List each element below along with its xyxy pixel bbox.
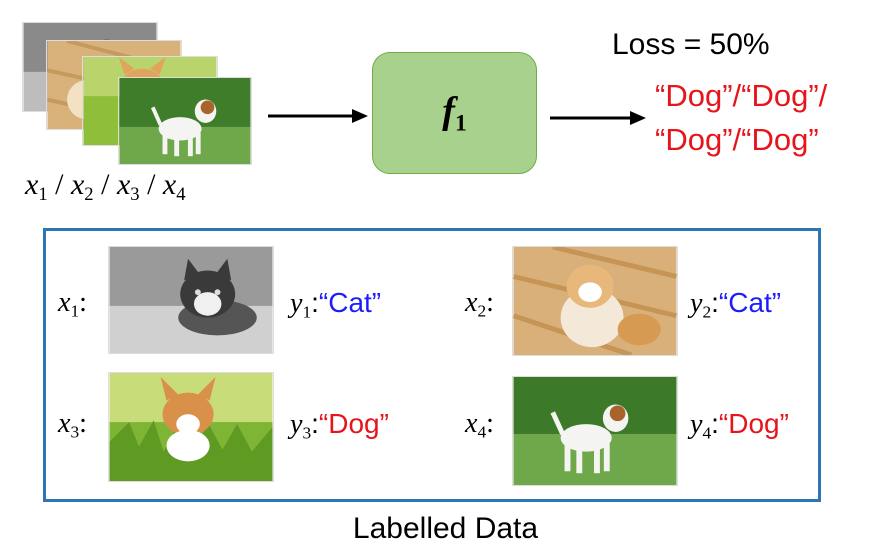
y2-label: y2:“Cat” [690,287,782,322]
input-arrow [268,109,368,123]
corgi-photo [108,372,274,482]
prediction-4: “Dog” [741,122,819,157]
model-label: f1 [442,89,467,137]
prediction-2: “Dog” [741,78,819,113]
predictions-line-1: “Dog”/“Dog”/ [655,78,828,113]
labelled-data-caption: Labelled Data [352,512,539,545]
prediction-3: “Dog” [655,122,733,157]
x4-label: x4: [465,408,494,442]
y4-label: y4:“Dog” [690,408,789,443]
labelled-data-box [43,228,821,502]
orange-cat-photo [512,246,678,356]
x3-label: x3: [58,408,87,442]
x1-label: x1: [58,287,87,321]
y1-label: y1:“Cat” [290,287,382,322]
x2-label: x2: [465,287,494,321]
prediction-1: “Dog” [655,78,733,113]
y3-label: y3:“Dog” [290,408,389,443]
model-box: f1 [372,52,537,174]
grey-cat-photo [108,246,274,354]
stack-caption: x1 / x2 / x3 / x4 [25,168,186,205]
loss-text: Loss = 50% [612,28,770,61]
stack-image-4 [118,77,252,165]
output-arrow [550,111,646,125]
label-cat-2: “Cat” [718,287,782,318]
label-cat-1: “Cat” [318,287,382,318]
predictions-line-2: “Dog”/“Dog” [655,122,819,157]
terrier-photo [512,376,678,486]
label-dog-1: “Dog” [318,408,389,439]
label-dog-2: “Dog” [718,408,789,439]
